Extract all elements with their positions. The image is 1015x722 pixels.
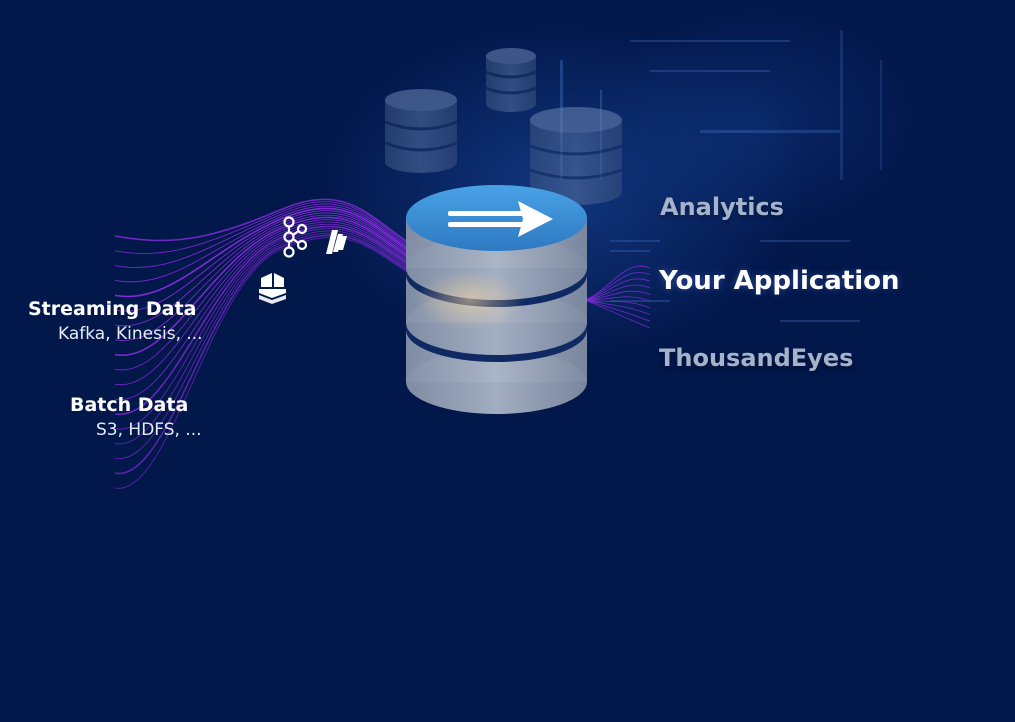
stream-line (114, 205, 421, 283)
output-line (584, 296, 651, 302)
incoming-data-streams (114, 198, 421, 489)
output-line (584, 272, 651, 301)
database-icon (406, 185, 587, 414)
stream-line (114, 234, 421, 475)
s3-bucket-icon (259, 273, 286, 304)
outgoing-data-streams (584, 265, 651, 329)
batch-data-title: Batch Data (70, 394, 189, 416)
background-database-right (529, 107, 623, 205)
output-line (584, 278, 651, 301)
stream-line (114, 228, 421, 430)
stream-line (114, 203, 421, 268)
background-database-top (485, 48, 537, 112)
stream-line (114, 207, 421, 298)
stream-line (114, 219, 421, 371)
destination-analytics: Analytics (660, 193, 784, 221)
stream-line (114, 214, 421, 341)
stream-line (114, 230, 421, 445)
output-line (584, 299, 651, 316)
stream-line (114, 232, 421, 459)
output-line (584, 299, 651, 322)
stream-line (114, 221, 421, 386)
streaming-data-examples: Kafka, Kinesis, ... (58, 324, 203, 344)
arrow-right-icon (448, 201, 553, 237)
background-database-left (384, 89, 458, 173)
output-line (584, 290, 651, 301)
stream-line (114, 212, 421, 327)
output-line (584, 299, 651, 329)
stream-line (114, 216, 421, 356)
stream-line (114, 237, 421, 489)
stream-line (114, 210, 421, 312)
kafka-icon (283, 216, 308, 258)
streaming-data-title: Streaming Data (28, 298, 197, 320)
output-line (584, 299, 651, 309)
output-line (584, 284, 651, 301)
batch-data-examples: S3, HDFS, ... (96, 420, 202, 440)
stream-line (114, 223, 421, 400)
stream-line (114, 201, 421, 254)
destination-your-application: Your Application (659, 266, 900, 296)
output-line (584, 265, 651, 301)
stream-line (114, 225, 421, 415)
stream-line (114, 198, 421, 251)
destination-thousandeyes: ThousandEyes (659, 344, 854, 372)
kinesis-icon (326, 230, 347, 254)
